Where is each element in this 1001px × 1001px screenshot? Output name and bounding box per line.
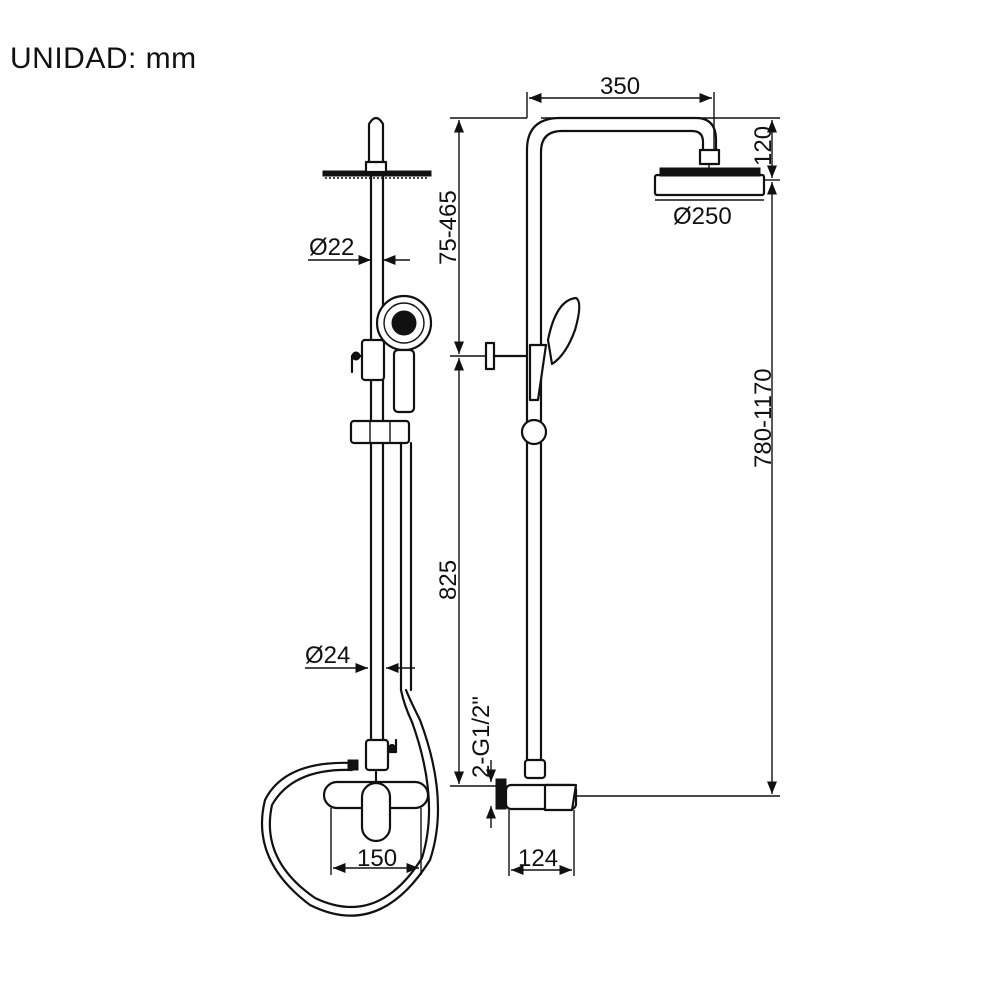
dim-mixer-spacing: 150 [357, 845, 397, 872]
side-hand-shower [528, 296, 581, 402]
dim-head-diameter: Ø250 [673, 203, 732, 230]
front-rain-head [322, 160, 432, 179]
hand-shower [375, 294, 433, 414]
dim-connection: 2-G1/2" [468, 696, 495, 778]
wall-bracket [484, 341, 529, 371]
front-mixer [322, 770, 430, 843]
front-dimensions [305, 254, 422, 875]
dim-head-adjust: 75-465 [435, 190, 462, 265]
side-mixer [495, 758, 578, 812]
slide-bracket [350, 338, 386, 382]
hose-clamp [349, 419, 411, 445]
dim-rail-diameter: Ø22 [309, 234, 354, 261]
front-view [260, 116, 440, 917]
dim-total-height: 780-1170 [750, 368, 777, 468]
dim-pipe-diameter: Ø24 [305, 642, 350, 669]
side-rain-head [653, 164, 766, 197]
dim-arm-reach: 350 [600, 73, 640, 100]
dim-head-drop: 120 [750, 126, 777, 166]
dim-lower-height: 825 [435, 560, 462, 600]
side-dimensions [450, 92, 780, 876]
dim-mixer-depth: 124 [518, 845, 558, 872]
unit-label: UNIDAD: mm [10, 42, 197, 75]
